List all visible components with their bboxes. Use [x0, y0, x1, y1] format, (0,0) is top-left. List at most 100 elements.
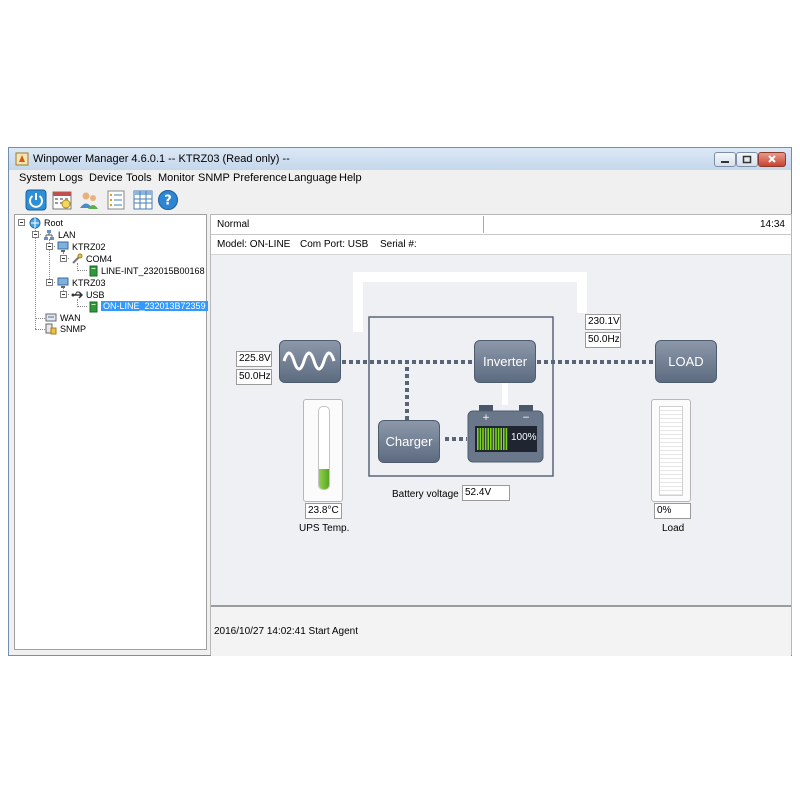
- ktrz02-expander[interactable]: [46, 243, 53, 250]
- input-frequency-value: 50.0Hz: [236, 369, 272, 385]
- charger-block[interactable]: Charger: [378, 420, 440, 463]
- title-bar[interactable]: Winpower Manager 4.6.0.1 -- KTRZ03 (Read…: [9, 148, 791, 170]
- battery-bar: [497, 428, 500, 450]
- temperature-gauge: [303, 399, 343, 502]
- window-title: Winpower Manager 4.6.0.1 -- KTRZ03 (Read…: [33, 153, 290, 165]
- close-icon: [768, 155, 776, 163]
- load-block[interactable]: LOAD: [655, 340, 717, 383]
- usb-icon: [71, 291, 83, 299]
- battery-bar: [482, 428, 484, 450]
- svg-text:?: ?: [164, 194, 172, 209]
- battery-bar: [487, 428, 489, 450]
- battery-icon: + −: [467, 405, 544, 463]
- menu-logs[interactable]: Logs: [59, 172, 83, 184]
- load-gauge: [651, 399, 691, 502]
- menu-preference[interactable]: Preference: [233, 172, 287, 184]
- battery-level-value: 100%: [511, 432, 537, 443]
- output-voltage-value: 230.1V: [585, 314, 621, 330]
- battery-bar: [490, 428, 492, 450]
- battery-bar: [484, 428, 487, 450]
- tree-item-wan-label: WAN: [60, 313, 81, 323]
- toolbar: ?: [9, 186, 791, 214]
- maximize-button[interactable]: [736, 152, 758, 167]
- log-entry: 2016/10/27 14:02:41 Start Agent: [214, 626, 359, 637]
- load-value: 0%: [654, 503, 691, 519]
- table-icon[interactable]: [132, 189, 154, 211]
- tree-item-line-int[interactable]: LINE-INT_232015B00168: [101, 266, 205, 276]
- battery-bar: [479, 428, 482, 450]
- load-bar: [659, 406, 683, 496]
- battery-voltage-value: 52.4V: [462, 485, 510, 501]
- menu-monitor[interactable]: Monitor: [158, 172, 195, 184]
- usb-expander[interactable]: [60, 291, 67, 298]
- svg-text:−: −: [522, 413, 530, 423]
- model-label: Model: ON-LINE: [217, 239, 291, 250]
- tree-item-ktrz02-label: KTRZ02: [72, 242, 106, 252]
- tree-item-snmp[interactable]: SNMP: [60, 324, 86, 334]
- snmp-icon: [45, 323, 57, 335]
- users-icon[interactable]: [78, 189, 100, 211]
- tree-item-root-label: Root: [44, 218, 64, 228]
- battery-bar: [503, 428, 505, 450]
- info-bar: Model: ON-LINE Com Port: USB Serial #:: [211, 235, 791, 254]
- port-icon: [72, 253, 83, 264]
- tree-item-wan[interactable]: WAN: [60, 313, 81, 323]
- menu-language[interactable]: Language: [288, 172, 337, 184]
- load-caption: Load: [662, 523, 685, 534]
- root-expander[interactable]: [18, 219, 25, 226]
- tree-item-lan-label: LAN: [58, 230, 76, 240]
- maximize-icon: [742, 155, 752, 164]
- close-button[interactable]: [758, 152, 786, 167]
- status-time: 14:34: [759, 219, 785, 230]
- temperature-fill: [319, 468, 329, 489]
- battery-bar: [477, 428, 479, 450]
- event-log: 2016/10/27 14:02:41 Start Agent: [211, 605, 791, 656]
- tree-item-usb-label: USB: [86, 290, 105, 300]
- ups-icon: [89, 301, 98, 313]
- tree-item-com4[interactable]: COM4: [86, 254, 112, 264]
- device-tree[interactable]: Root LAN KTRZ02 COM4 LINE-INT_232015B001…: [14, 214, 208, 650]
- menu-system[interactable]: System: [19, 172, 56, 184]
- tree-item-lan[interactable]: LAN: [58, 230, 76, 240]
- menu-help[interactable]: Help: [339, 172, 362, 184]
- menu-bar: System Logs Device Tools Monitor SNMP Pr…: [9, 170, 791, 186]
- ktrz03-expander[interactable]: [46, 279, 53, 286]
- menu-device[interactable]: Device: [89, 172, 123, 184]
- sine-wave-icon: [282, 351, 336, 371]
- ups-diagram: 225.8V 50.0Hz Inverter Charger + −: [211, 254, 791, 605]
- tree-item-ktrz03[interactable]: KTRZ03: [72, 278, 106, 288]
- temperature-tube: [318, 406, 330, 490]
- calendar-icon[interactable]: [51, 189, 73, 211]
- lan-expander[interactable]: [32, 231, 39, 238]
- serial-label: Serial #:: [380, 239, 417, 250]
- status-bar: Normal 14:34: [211, 215, 791, 235]
- battery-block[interactable]: + − 100%: [467, 405, 544, 463]
- computer-icon: [57, 241, 69, 252]
- minimize-icon: [721, 161, 729, 163]
- computer-icon: [57, 277, 69, 288]
- battery-bar: [505, 428, 508, 450]
- inverter-block[interactable]: Inverter: [474, 340, 536, 383]
- tree-item-root[interactable]: Root: [44, 218, 63, 228]
- battery-bar: [495, 428, 497, 450]
- tree-item-snmp-label: SNMP: [60, 324, 87, 334]
- ups-temperature-value: 23.8°C: [305, 503, 342, 519]
- menu-snmp[interactable]: SNMP: [198, 172, 230, 184]
- tree-item-ktrz03-label: KTRZ03: [72, 278, 106, 288]
- tree-item-usb[interactable]: USB: [86, 290, 105, 300]
- list-icon[interactable]: [105, 189, 127, 211]
- tree-item-com4-label: COM4: [86, 254, 113, 264]
- com4-expander[interactable]: [60, 255, 67, 262]
- app-window: Winpower Manager 4.6.0.1 -- KTRZ03 (Read…: [8, 147, 792, 656]
- power-icon[interactable]: [25, 189, 47, 211]
- menu-tools[interactable]: Tools: [126, 172, 152, 184]
- battery-bar: [492, 428, 495, 450]
- app-icon: [15, 152, 29, 166]
- help-icon[interactable]: ?: [157, 189, 179, 211]
- wan-icon: [45, 313, 57, 322]
- minimize-button[interactable]: [714, 152, 736, 167]
- ac-input-block[interactable]: [279, 340, 341, 383]
- tree-item-online-selected[interactable]: ON-LINE_232013B72359: [101, 301, 208, 311]
- tree-item-ktrz02[interactable]: KTRZ02: [72, 242, 106, 252]
- status-text: Normal: [217, 219, 250, 230]
